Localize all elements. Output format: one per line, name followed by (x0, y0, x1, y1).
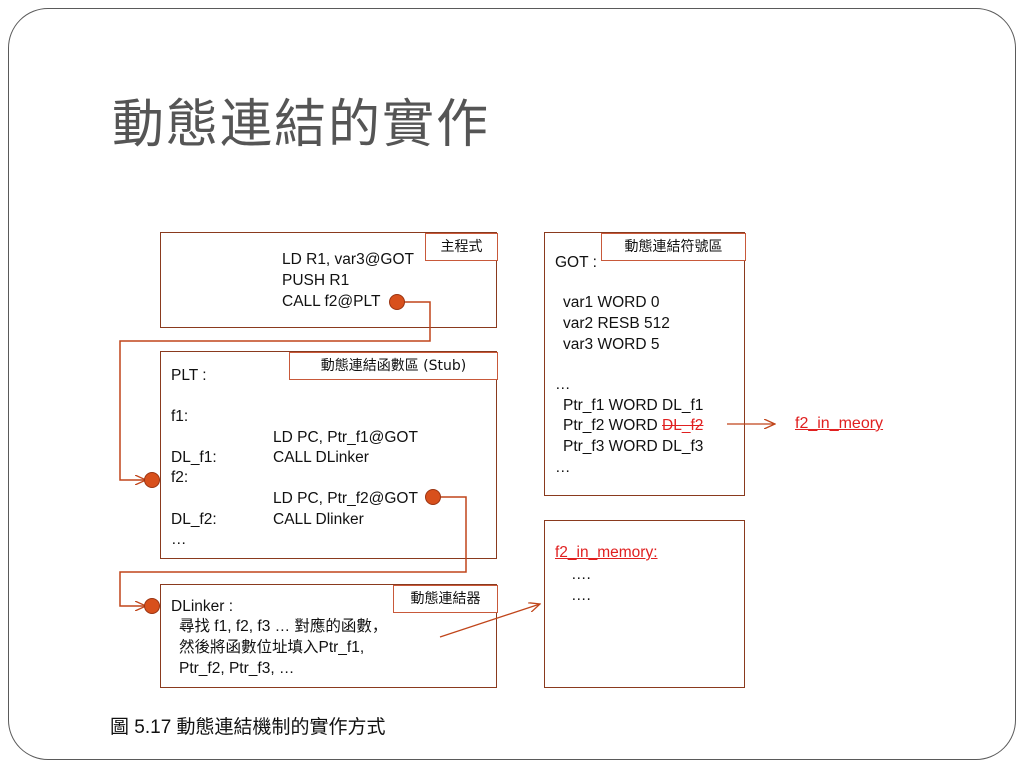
plt-f2-entry-dot (144, 472, 160, 488)
plt-f1-ld: LD PC, Ptr_f1@GOT (273, 429, 418, 446)
main-line-2: PUSH R1 (282, 272, 350, 289)
main-program-box: 主程式 LD R1, var3@GOT PUSH R1 CALL f2@PLT (160, 232, 498, 328)
plt-f2-label: f2: (171, 469, 189, 486)
plt-f2-ld: LD PC, Ptr_f2@GOT (273, 490, 418, 507)
plt-stub-tag: 動態連結函數區 (Stub) (289, 352, 498, 380)
got-ellipsis-2: … (555, 459, 571, 476)
plt-header: PLT : (171, 367, 207, 384)
f2-memory-box: f2_in_memory: …. …. (544, 520, 745, 688)
ptr-f2-to-dlinker-arrow (119, 496, 467, 606)
got-ptr-f2-prefix: Ptr_f2 WORD (563, 417, 663, 434)
figure-caption: 圖 5.17 動態連結機制的實作方式 (110, 717, 386, 738)
plt-got-jump-dot (425, 489, 441, 505)
got-box: 動態連結符號區 GOT : var1 WORD 0 var2 RESB 512 … (544, 232, 746, 496)
dlinker-header: DLinker : (171, 598, 234, 615)
got-ptr-f3: Ptr_f3 WORD DL_f3 (563, 438, 704, 455)
f2-memory-line-2: …. (571, 587, 591, 604)
plt-dl-f2-label: DL_f2: (171, 511, 217, 528)
plt-dl-f1-call: CALL DLinker (273, 449, 369, 466)
main-program-tag: 主程式 (425, 233, 498, 261)
got-var-1: var1 WORD 0 (563, 294, 660, 311)
plt-f1-label: f1: (171, 408, 189, 425)
dlinker-entry-dot (144, 598, 160, 614)
f2-memory-line-1: …. (571, 566, 591, 583)
got-ptr-f1: Ptr_f1 WORD DL_f1 (563, 397, 704, 414)
dlinker-tag: 動態連結器 (393, 585, 498, 613)
plt-dl-f1-label: DL_f1: (171, 449, 217, 466)
main-line-1: LD R1, var3@GOT (282, 251, 415, 268)
slide-frame (8, 8, 1016, 760)
got-header: GOT : (555, 254, 597, 271)
f2-pointer-label: f2_in_meory (795, 415, 884, 432)
call-origin-dot (389, 294, 405, 310)
slide-title: 動態連結的實作 (112, 95, 491, 155)
plt-stub-box: 動態連結函數區 (Stub) PLT : f1: LD PC, Ptr_f1@G… (160, 351, 498, 559)
got-var-3: var3 WORD 5 (563, 336, 660, 353)
dlinker-line-3: Ptr_f2, Ptr_f3, … (179, 660, 295, 677)
got-ptr-f2-struck-value: DL_f2 (662, 417, 704, 434)
call-f2-to-plt-arrow (119, 301, 431, 480)
got-var-2: var2 RESB 512 (563, 315, 670, 332)
dlinker-line-2: 然後將函數位址填入Ptr_f1, (179, 639, 365, 656)
dlinker-box: 動態連結器 DLinker : 尋找 f1, f2, f3 … 對應的函數， 然… (160, 584, 498, 688)
f2-memory-header: f2_in_memory: (555, 544, 658, 561)
main-line-3: CALL f2@PLT (282, 293, 381, 310)
plt-ellipsis: … (171, 531, 187, 548)
got-ptr-f2: Ptr_f2 WORD DL_f2 (563, 416, 703, 436)
dlinker-to-memory-arrow (439, 604, 540, 638)
plt-dl-f2-call: CALL Dlinker (273, 511, 364, 528)
got-tag: 動態連結符號區 (601, 233, 746, 261)
got-ellipsis: … (555, 376, 571, 393)
dlinker-line-1: 尋找 f1, f2, f3 … 對應的函數， (179, 618, 388, 635)
